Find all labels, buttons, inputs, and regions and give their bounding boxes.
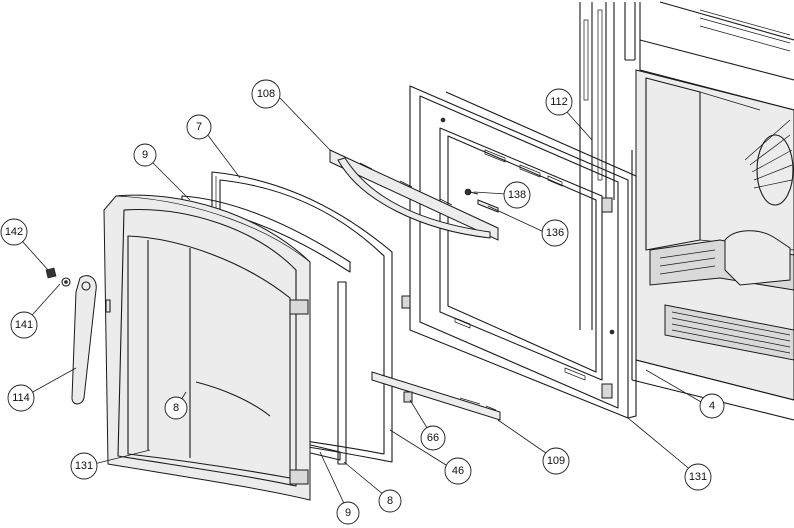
callout-label: 131 (689, 471, 707, 483)
washer-141 (61, 277, 71, 287)
rear-door-frame (401, 85, 637, 419)
callout-108: 108 (251, 79, 281, 109)
callout-label: 7 (196, 121, 202, 133)
top-bracket (329, 149, 499, 241)
callout-114: 114 (7, 384, 35, 412)
callout-label: 141 (15, 319, 33, 331)
nut-142 (45, 267, 57, 279)
callout-66: 66 (420, 425, 446, 451)
callout-8: 8 (378, 489, 402, 513)
callout-label: 66 (427, 432, 439, 444)
callout-label: 9 (142, 149, 148, 161)
callout-label: 4 (709, 400, 715, 412)
callout-46: 46 (444, 457, 472, 485)
callout-7: 7 (186, 114, 212, 140)
callout-136: 136 (541, 219, 569, 247)
callout-label: 108 (257, 88, 275, 100)
callout-label: 8 (387, 495, 393, 507)
callout-109: 109 (542, 447, 570, 475)
callout-9: 9 (336, 501, 360, 525)
clip-66 (403, 391, 413, 403)
callout-138: 138 (503, 181, 531, 209)
callout-4: 4 (699, 393, 725, 419)
callout-112: 112 (545, 88, 573, 116)
callout-8: 8 (164, 396, 188, 420)
handle-114 (71, 275, 97, 405)
callout-9: 9 (133, 143, 157, 167)
callout-131: 131 (70, 452, 98, 480)
callout-label: 142 (5, 226, 23, 238)
callout-131: 131 (684, 463, 712, 491)
callout-141: 141 (10, 311, 38, 339)
callout-label: 46 (452, 465, 464, 477)
callout-label: 109 (547, 455, 565, 467)
fireplace-body (579, 1, 794, 421)
front-door-frame (103, 194, 311, 501)
bottom-rail (371, 371, 501, 421)
callout-label: 136 (546, 227, 564, 239)
callout-142: 142 (0, 218, 28, 246)
callout-label: 138 (508, 189, 526, 201)
callout-label: 8 (173, 402, 179, 414)
callout-label: 131 (75, 460, 93, 472)
callout-label: 114 (12, 392, 30, 404)
small-screw-138 (464, 188, 479, 196)
callout-label: 112 (550, 96, 568, 108)
callout-label: 9 (345, 507, 351, 519)
